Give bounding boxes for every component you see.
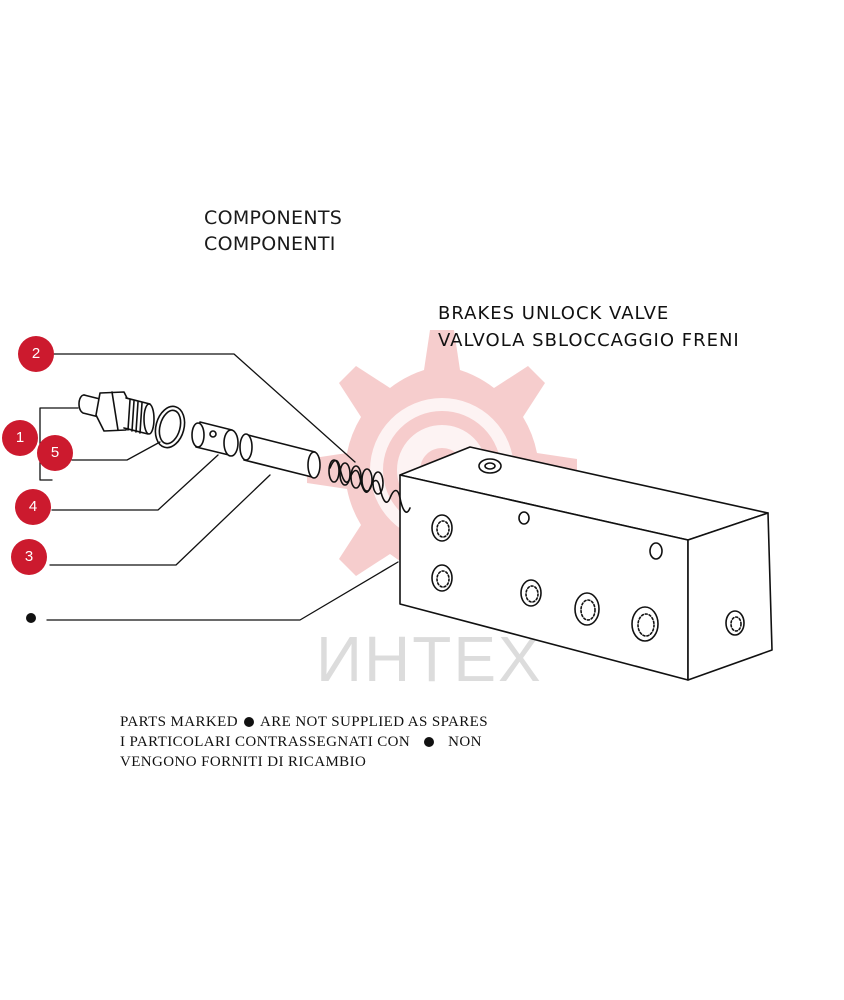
callout-3: 3	[11, 539, 47, 575]
callout-4: 4	[15, 489, 51, 525]
note-dot-icon-2	[424, 737, 435, 748]
heading-it: COMPONENTI	[204, 233, 336, 255]
callout-5: 5	[37, 435, 73, 471]
piston	[191, 421, 239, 457]
title-en: BRAKES UNLOCK VALVE	[438, 303, 670, 324]
title-it: VALVOLA SBLOCCAGGIO FRENI	[438, 330, 740, 351]
heading-en: COMPONENTS	[204, 207, 343, 229]
leader-lines	[39, 353, 399, 621]
callout-2: 2	[18, 336, 54, 372]
components-heading: COMPONENTS COMPONENTI	[204, 205, 342, 257]
note-line-3: VENGONO FORNITI DI RICAMBIO	[120, 754, 367, 770]
not-supplied-marker	[26, 613, 36, 623]
tube	[239, 433, 321, 479]
callout-1: 1	[2, 420, 38, 456]
note-dot-icon	[243, 717, 254, 728]
diagram-title: BRAKES UNLOCK VALVE VALVOLA SBLOCCAGGIO …	[438, 300, 740, 354]
spring	[328, 459, 411, 513]
fitting	[78, 391, 155, 435]
o-ring	[154, 405, 186, 449]
watermark-text: ИНТЕХ	[316, 623, 543, 695]
valve-block	[399, 446, 773, 681]
